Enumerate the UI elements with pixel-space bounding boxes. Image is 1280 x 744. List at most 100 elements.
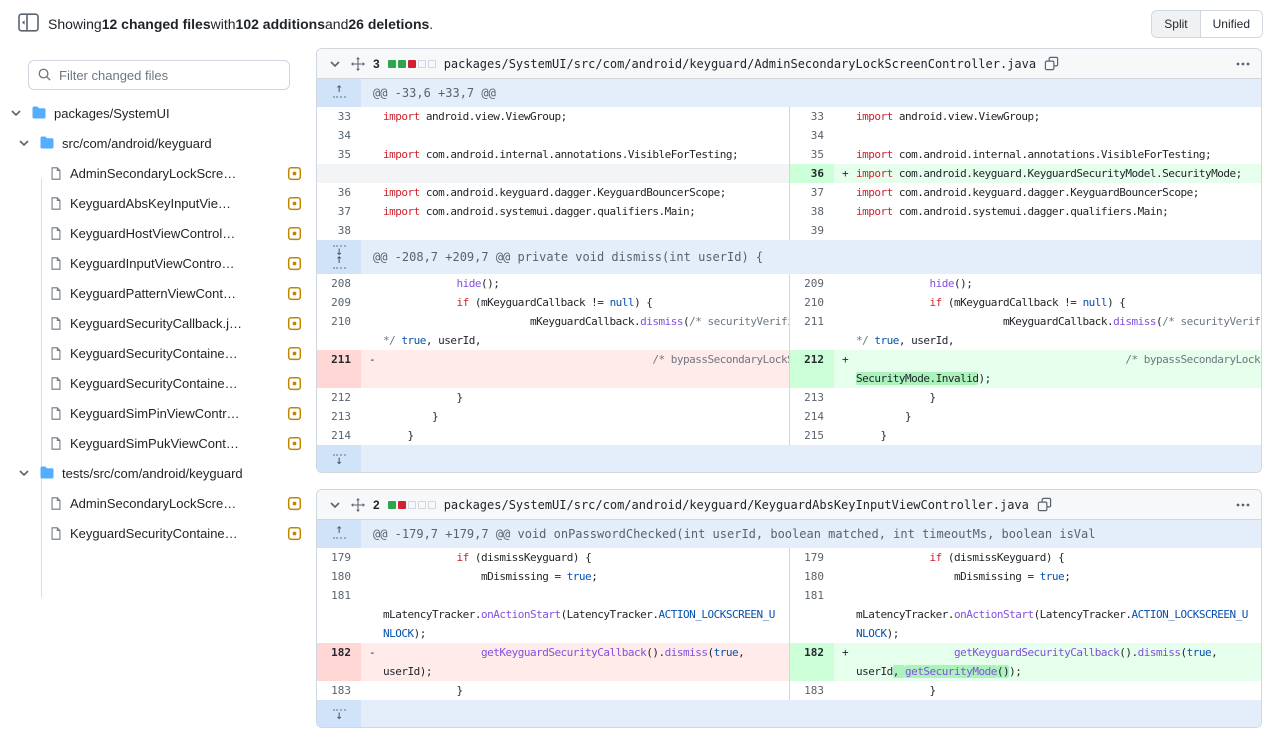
- tree-file-row[interactable]: KeyguardAbsKeyInputVie…: [0, 188, 316, 218]
- line-number[interactable]: 209: [331, 296, 351, 309]
- tree-folder-row[interactable]: src/com/android/keyguard: [0, 128, 316, 158]
- line-number[interactable]: 35: [337, 148, 351, 161]
- line-number[interactable]: 213: [331, 410, 351, 423]
- line-number[interactable]: [317, 164, 361, 183]
- line-number[interactable]: 182: [790, 643, 834, 681]
- tree-file-row[interactable]: KeyguardSecurityContaine…: [0, 338, 316, 368]
- code-visual-line: }: [856, 388, 1261, 407]
- summary-text: Showing: [48, 16, 102, 32]
- code-token: com.android.systemui.dagger.qualifiers.M…: [419, 205, 696, 218]
- summary-text: 102 additions: [235, 16, 326, 32]
- line-number[interactable]: 37: [337, 205, 351, 218]
- file-path-link[interactable]: packages/SystemUI/src/com/android/keygua…: [443, 497, 1029, 512]
- line-number[interactable]: 182: [317, 643, 361, 681]
- line-number[interactable]: 36: [790, 164, 834, 183]
- split-view-button[interactable]: Split: [1152, 11, 1200, 37]
- line-number[interactable]: 38: [337, 224, 351, 237]
- line-number[interactable]: 183: [804, 684, 824, 697]
- line-number[interactable]: 36: [337, 186, 351, 199]
- line-number[interactable]: 211: [804, 315, 824, 328]
- diff-right-side: 215 }: [789, 426, 1261, 445]
- diff-left-side: 179 if (dismissKeyguard) {: [317, 548, 789, 567]
- unified-view-button[interactable]: Unified: [1199, 11, 1262, 37]
- tree-file-row[interactable]: KeyguardPatternViewCont…: [0, 278, 316, 308]
- file-icon: [49, 436, 63, 451]
- diff-left-side: 38: [317, 221, 789, 240]
- line-number[interactable]: 215: [804, 429, 824, 442]
- hunk-header-text: @@ -208,7 +209,7 @@ private void dismiss…: [373, 250, 764, 264]
- line-number[interactable]: 212: [331, 391, 351, 404]
- tree-file-row[interactable]: KeyguardSimPinViewContr…: [0, 398, 316, 428]
- collapse-diff-chevron-icon[interactable]: [327, 56, 343, 72]
- tree-file-row[interactable]: KeyguardInputViewContro…: [0, 248, 316, 278]
- line-number[interactable]: 33: [810, 110, 824, 123]
- expand-hunk-button[interactable]: ↓: [317, 445, 361, 472]
- line-number[interactable]: 214: [804, 410, 824, 423]
- expand-hunk-button[interactable]: ↑: [317, 79, 361, 107]
- filter-changed-files-input[interactable]: [28, 60, 290, 90]
- tree-folder-row[interactable]: tests/src/com/android/keyguard: [0, 458, 316, 488]
- file-options-kebab-icon[interactable]: [1235, 56, 1251, 72]
- line-number[interactable]: 181: [331, 589, 351, 602]
- file-options-kebab-icon[interactable]: [1235, 497, 1251, 513]
- code-line: mLatencyTracker.onActionStart(LatencyTra…: [834, 586, 1261, 643]
- code-token: ();: [480, 277, 500, 290]
- collapse-file-tree-icon[interactable]: [16, 13, 40, 35]
- expand-hunk-button[interactable]: ↑: [317, 520, 361, 548]
- line-number[interactable]: 35: [810, 148, 824, 161]
- tree-folder-row[interactable]: packages/SystemUI: [0, 98, 316, 128]
- tree-item-label: KeyguardPatternViewCont…: [70, 285, 236, 301]
- tree-file-row[interactable]: AdminSecondaryLockScre…: [0, 158, 316, 188]
- line-number[interactable]: 33: [337, 110, 351, 123]
- tree-file-row[interactable]: AdminSecondaryLockScre…: [0, 488, 316, 518]
- code-token: [856, 277, 929, 290]
- code-visual-line: if (mKeyguardCallback != null) {: [856, 293, 1261, 312]
- tree-file-row[interactable]: KeyguardSecurityContaine…: [0, 518, 316, 548]
- modified-file-icon: [287, 286, 302, 301]
- code-line: import com.android.systemui.dagger.quali…: [834, 202, 1261, 221]
- drag-handle-icon[interactable]: [351, 497, 365, 512]
- line-number[interactable]: 208: [331, 277, 351, 290]
- tree-indent-guide: [41, 178, 42, 598]
- line-number[interactable]: 211: [317, 350, 361, 388]
- line-number[interactable]: 213: [804, 391, 824, 404]
- expand-hunk-button[interactable]: ↓: [317, 700, 361, 727]
- line-number[interactable]: 180: [331, 570, 351, 583]
- diff-left-side: 33 import android.view.ViewGroup;: [317, 107, 789, 126]
- code-line: import android.view.ViewGroup;: [361, 107, 789, 126]
- line-number[interactable]: 34: [337, 129, 351, 142]
- code-visual-line: [856, 586, 1261, 605]
- line-number[interactable]: 180: [804, 570, 824, 583]
- expand-hunk-button[interactable]: ↓↑: [317, 240, 361, 274]
- drag-handle-icon[interactable]: [351, 56, 365, 71]
- copy-path-icon[interactable]: [1037, 497, 1052, 512]
- line-number[interactable]: 181: [804, 589, 824, 602]
- code-visual-line: if (dismissKeyguard) {: [856, 548, 1261, 567]
- line-number[interactable]: 38: [810, 205, 824, 218]
- line-number[interactable]: 210: [804, 296, 824, 309]
- line-number[interactable]: 39: [810, 224, 824, 237]
- summary-text: 26 deletions: [348, 16, 430, 32]
- line-number[interactable]: 37: [810, 186, 824, 199]
- code-token: );: [1009, 665, 1022, 678]
- collapse-diff-chevron-icon[interactable]: [327, 497, 343, 513]
- tree-file-row[interactable]: KeyguardHostViewControl…: [0, 218, 316, 248]
- line-number[interactable]: 212: [790, 350, 834, 388]
- line-number[interactable]: 214: [331, 429, 351, 442]
- code-token: );: [886, 627, 900, 640]
- line-number[interactable]: 210: [331, 315, 351, 328]
- copy-path-icon[interactable]: [1044, 56, 1059, 71]
- line-number[interactable]: 179: [804, 551, 824, 564]
- code-token: android.view.ViewGroup;: [892, 110, 1040, 123]
- line-number[interactable]: 34: [810, 129, 824, 142]
- tree-file-row[interactable]: KeyguardSecurityCallback.j…: [0, 308, 316, 338]
- line-number[interactable]: 209: [804, 277, 824, 290]
- tree-file-row[interactable]: KeyguardSecurityContaine…: [0, 368, 316, 398]
- code-token: (mKeyguardCallback !=: [941, 296, 1083, 309]
- file-path-link[interactable]: packages/SystemUI/src/com/android/keygua…: [443, 56, 1037, 71]
- code-token: [383, 570, 481, 583]
- line-number[interactable]: 179: [331, 551, 351, 564]
- tree-item-label: packages/SystemUI: [54, 105, 170, 121]
- tree-file-row[interactable]: KeyguardSimPukViewCont…: [0, 428, 316, 458]
- line-number[interactable]: 183: [331, 684, 351, 697]
